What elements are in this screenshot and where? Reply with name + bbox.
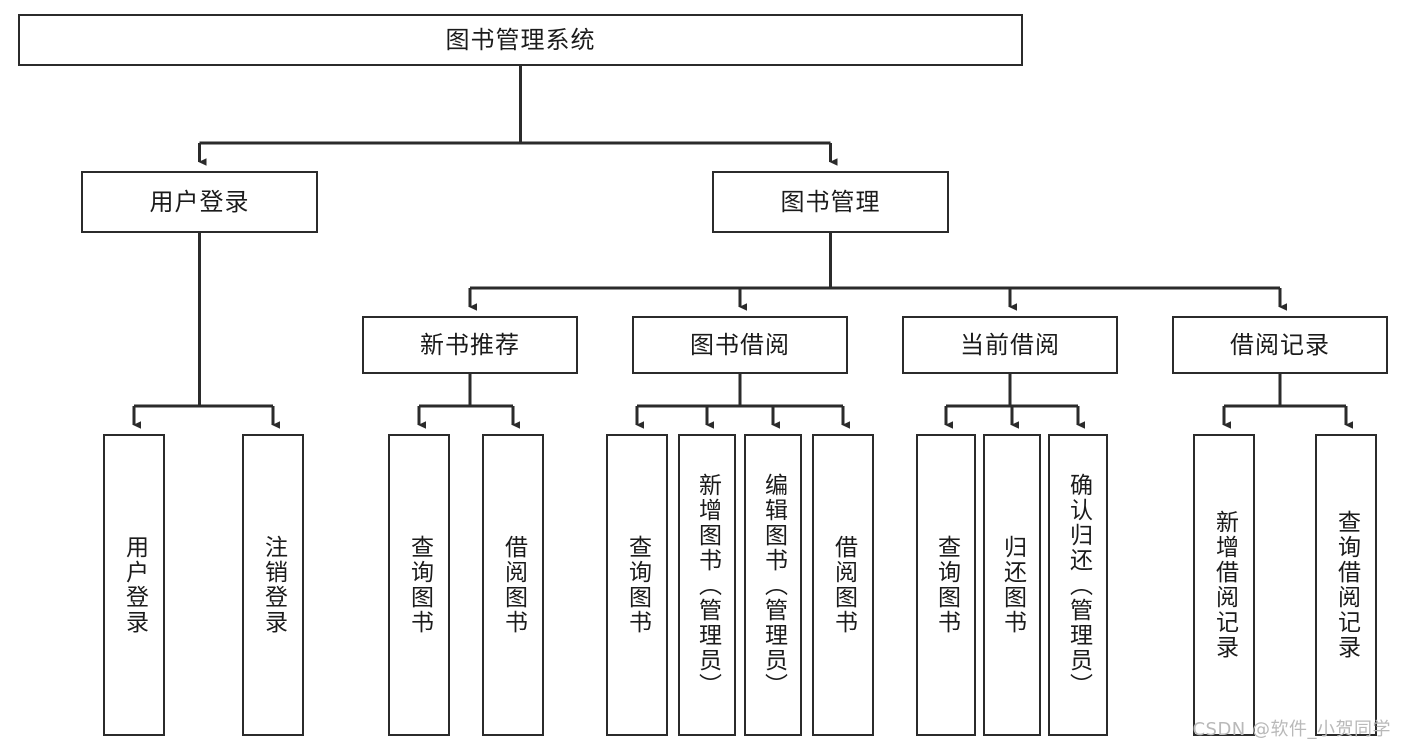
node-root[interactable]: 图书管理系统 xyxy=(18,14,1023,66)
node-l2b[interactable]: 图书借阅 xyxy=(632,316,848,374)
node-label: 查询借阅记录 xyxy=(1333,510,1360,660)
node-leaf7[interactable]: 编辑图书（管理员） xyxy=(744,434,802,736)
node-leaf3[interactable]: 查询图书 xyxy=(388,434,450,736)
node-label: 当前借阅 xyxy=(960,330,1060,359)
node-leaf11[interactable]: 确认归还（管理员） xyxy=(1048,434,1108,736)
node-label: 新增借阅记录 xyxy=(1211,510,1238,660)
node-label: 确认归还（管理员） xyxy=(1065,472,1092,698)
node-label: 图书管理 xyxy=(780,187,881,216)
node-label: 查询图书 xyxy=(624,535,651,635)
node-label: 借阅图书 xyxy=(830,535,857,635)
node-label: 新书推荐 xyxy=(420,330,520,359)
node-leaf10[interactable]: 归还图书 xyxy=(983,434,1041,736)
node-leaf2[interactable]: 注销登录 xyxy=(242,434,304,736)
node-label: 查询图书 xyxy=(406,535,433,635)
node-leaf8[interactable]: 借阅图书 xyxy=(812,434,874,736)
node-label: 查询图书 xyxy=(933,535,960,635)
node-l1b[interactable]: 图书管理 xyxy=(712,171,949,233)
node-l2c[interactable]: 当前借阅 xyxy=(902,316,1118,374)
node-leaf4[interactable]: 借阅图书 xyxy=(482,434,544,736)
node-leaf5[interactable]: 查询图书 xyxy=(606,434,668,736)
node-label: 注销登录 xyxy=(260,535,287,635)
node-leaf6[interactable]: 新增图书（管理员） xyxy=(678,434,736,736)
node-label: 借阅图书 xyxy=(500,535,527,635)
node-leaf13[interactable]: 查询借阅记录 xyxy=(1315,434,1377,736)
node-label: 编辑图书（管理员） xyxy=(760,472,787,698)
node-label: 图书借阅 xyxy=(690,330,790,359)
node-l2a[interactable]: 新书推荐 xyxy=(362,316,578,374)
node-leaf12[interactable]: 新增借阅记录 xyxy=(1193,434,1255,736)
node-label: 用户登录 xyxy=(149,187,250,216)
node-label: 图书管理系统 xyxy=(445,25,596,54)
node-l1a[interactable]: 用户登录 xyxy=(81,171,318,233)
node-l2d[interactable]: 借阅记录 xyxy=(1172,316,1388,374)
node-label: 新增图书（管理员） xyxy=(694,472,721,698)
node-leaf9[interactable]: 查询图书 xyxy=(916,434,976,736)
node-leaf1[interactable]: 用户登录 xyxy=(103,434,165,736)
node-label: 归还图书 xyxy=(999,535,1026,635)
edge-group xyxy=(132,66,1354,429)
node-label: 借阅记录 xyxy=(1230,330,1330,359)
node-label: 用户登录 xyxy=(121,535,148,635)
